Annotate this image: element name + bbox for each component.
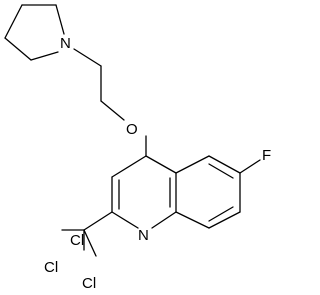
bond bbox=[151, 211, 177, 229]
structure-diagram: N O F N Cl Cl Cl bbox=[4, 4, 271, 292]
atom-label-f: F bbox=[262, 147, 271, 164]
atom-label-cl-left: Cl bbox=[44, 259, 58, 276]
quinoline-core bbox=[111, 135, 261, 229]
bond bbox=[208, 206, 234, 222]
pyrrolidine-ring bbox=[4, 4, 65, 61]
atom-label-n-quinoline: N bbox=[138, 227, 149, 244]
bond bbox=[208, 155, 241, 174]
bond bbox=[30, 51, 59, 61]
bond bbox=[175, 155, 210, 174]
bond bbox=[239, 159, 261, 174]
bond bbox=[73, 48, 102, 67]
atom-label-cl-right: Cl bbox=[82, 275, 96, 292]
bond bbox=[55, 4, 65, 35]
atom-labels: N O F N Cl Cl Cl bbox=[44, 35, 271, 292]
bond bbox=[111, 155, 147, 178]
bond bbox=[100, 100, 125, 121]
bond bbox=[83, 229, 97, 257]
bond bbox=[175, 211, 210, 229]
bond bbox=[145, 155, 177, 174]
atom-label-o-ether: O bbox=[126, 121, 138, 138]
trichloromethyl-group bbox=[61, 211, 113, 257]
bond bbox=[4, 37, 32, 61]
bond bbox=[208, 211, 241, 229]
bond bbox=[208, 163, 234, 179]
molecule-drawing: N O F N Cl Cl Cl bbox=[4, 4, 271, 292]
bond bbox=[4, 4, 23, 39]
ethylene-linker bbox=[73, 48, 125, 121]
atom-label-n-pyrrolidine: N bbox=[60, 35, 71, 52]
atom-label-cl-top: Cl bbox=[70, 232, 84, 249]
bond bbox=[83, 211, 113, 231]
bond bbox=[111, 211, 139, 229]
